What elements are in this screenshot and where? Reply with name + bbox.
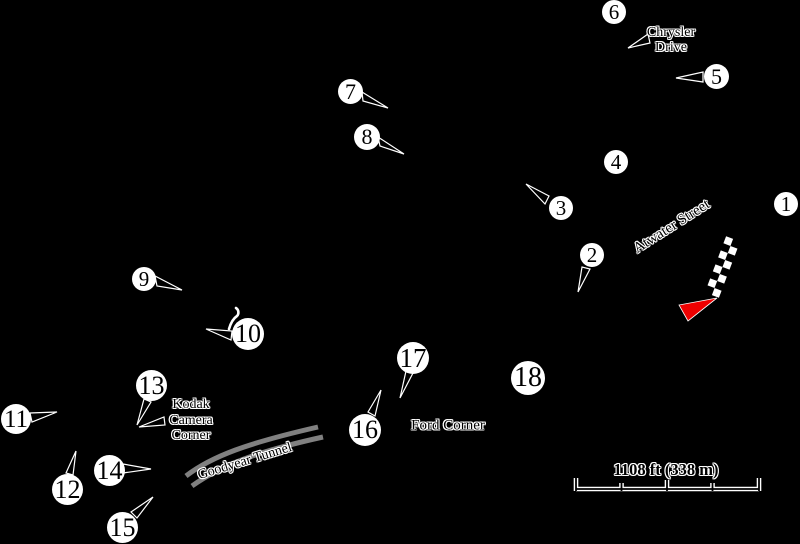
leader-wedge-corner-10 bbox=[205, 328, 233, 341]
leader-wedge-corner-14 bbox=[122, 463, 152, 474]
leader-wedge-corner-9 bbox=[154, 274, 183, 291]
leader-wedge-corner-3 bbox=[525, 183, 550, 206]
label-chrysler-drive-line2: Drive bbox=[655, 40, 687, 55]
leader-wedge-corner-11 bbox=[29, 411, 58, 423]
corner-marker-18: 18 bbox=[512, 362, 544, 394]
label-kodak-line1: Kodak bbox=[172, 397, 210, 412]
corner-marker-11: 11 bbox=[2, 405, 30, 433]
corner-marker-2: 2 bbox=[581, 244, 603, 266]
leader-wedge-corner-13 bbox=[136, 398, 152, 426]
corner-marker-8: 8 bbox=[355, 125, 379, 149]
scale-bar bbox=[573, 478, 762, 492]
corner-marker-10: 10 bbox=[233, 319, 263, 349]
corner-marker-9: 9 bbox=[133, 268, 155, 290]
leader-wedge-corner-7 bbox=[361, 90, 389, 109]
scale-bar-label: 1108 ft (338 m) bbox=[613, 460, 719, 479]
corner-marker-16: 16 bbox=[350, 415, 380, 445]
leader-wedge-chrysler-drive bbox=[627, 32, 651, 49]
corner-marker-17: 17 bbox=[398, 342, 428, 373]
label-kodak-camera-corner: Kodak Camera Corner bbox=[169, 397, 213, 444]
track-mark bbox=[227, 306, 240, 331]
label-chrysler-drive-line1: Chrysler bbox=[646, 25, 696, 40]
corner-marker-5: 5 bbox=[705, 65, 728, 88]
corner-marker-7: 7 bbox=[339, 80, 362, 103]
leader-wedge-corner-8 bbox=[377, 135, 405, 155]
leader-wedge-corner-2 bbox=[577, 266, 591, 293]
label-ford-corner: Ford Corner bbox=[411, 417, 485, 434]
red-arrow-icon bbox=[678, 297, 718, 322]
corner-marker-14: 14 bbox=[95, 455, 124, 485]
leader-wedge-corner-12 bbox=[65, 450, 77, 476]
leader-wedge-corner-16 bbox=[367, 389, 382, 417]
corner-marker-4: 4 bbox=[605, 151, 627, 173]
corner-marker-13: 13 bbox=[137, 370, 166, 400]
leader-wedge-kodak-corner bbox=[138, 416, 166, 428]
checkered-flag-icon bbox=[702, 234, 743, 300]
goodyear-tunnel-band-lower bbox=[190, 434, 324, 489]
leader-wedge-corner-5 bbox=[675, 71, 704, 83]
leader-wedge-corner-17 bbox=[399, 370, 414, 399]
corner-marker-12: 12 bbox=[53, 474, 82, 504]
label-kodak-line3: Corner bbox=[171, 428, 211, 443]
corner-marker-6: 6 bbox=[603, 1, 625, 23]
label-kodak-line2: Camera bbox=[169, 412, 213, 428]
goodyear-tunnel-band-upper bbox=[184, 424, 319, 478]
corner-marker-3: 3 bbox=[550, 197, 572, 219]
corner-marker-15: 15 bbox=[108, 512, 137, 542]
corner-marker-1: 1 bbox=[775, 193, 797, 215]
label-chrysler-drive: Chrysler Drive bbox=[647, 25, 695, 55]
